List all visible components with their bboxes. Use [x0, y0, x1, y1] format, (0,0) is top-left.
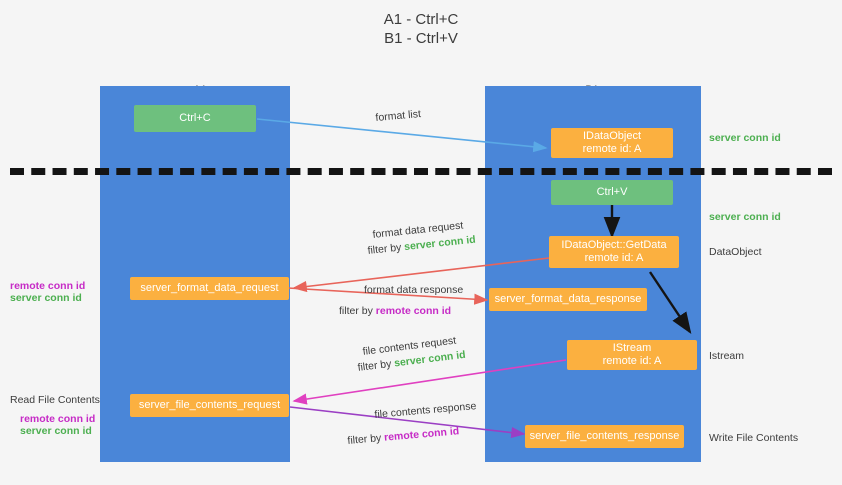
- label-dataobject: DataObject: [709, 246, 762, 258]
- filter-by-text-2: filter by: [339, 305, 376, 317]
- node-ctrl-v[interactable]: Ctrl+V: [551, 180, 673, 205]
- filter-by-text-3: filter by: [357, 357, 395, 374]
- node-server-file-contents-response[interactable]: server_file_contents_response: [525, 425, 684, 448]
- node-idataobject-getdata[interactable]: IDataObject::GetData remote id: A: [549, 236, 679, 268]
- node-ctrl-c[interactable]: Ctrl+C: [134, 105, 256, 132]
- filter-by-text: filter by: [367, 241, 405, 257]
- annotation-format-data-response: format data response: [364, 284, 464, 296]
- filter-by-text-4: filter by: [347, 431, 385, 447]
- node-server-format-data-request[interactable]: server_format_data_request: [130, 277, 289, 300]
- title-line-1: A1 - Ctrl+C: [383, 11, 459, 28]
- label-server-conn-id-top: server conn id: [709, 132, 781, 144]
- node-idataobject[interactable]: IDataObject remote id: A: [551, 128, 673, 158]
- label-istream: Istream: [709, 350, 745, 362]
- annotation-format-list: format list: [375, 108, 422, 124]
- annotation-file-contents-response-filter: filter by remote conn id: [347, 425, 460, 448]
- node-istream[interactable]: IStream remote id: A: [567, 340, 697, 370]
- remote-conn-id-text-2: remote conn id: [383, 425, 460, 444]
- annotation-file-contents-response: file contents response: [374, 400, 477, 421]
- label-remote-conn-id-2: remote conn id: [20, 413, 96, 425]
- label-server-conn-id-2: server conn id: [20, 425, 92, 437]
- node-server-format-data-response[interactable]: server_format_data_response: [489, 288, 647, 311]
- label-write-file-contents: Write File Contents: [709, 432, 799, 444]
- annotation-format-data-response-filter: filter by remote conn id: [339, 305, 451, 318]
- label-server-conn-id-mid: server conn id: [709, 211, 781, 223]
- label-read-file-contents: Read File Contents: [10, 394, 100, 406]
- dashed-separator: [10, 168, 832, 175]
- label-server-conn-id-1: server conn id: [10, 292, 82, 304]
- node-server-file-contents-request[interactable]: server_file_contents_request: [130, 394, 289, 417]
- label-remote-conn-id-1: remote conn id: [10, 280, 86, 292]
- page-title: A1 - Ctrl+C B1 - Ctrl+V: [0, 10, 842, 48]
- title-line-2: B1 - Ctrl+V: [384, 30, 458, 47]
- remote-conn-id-text: remote conn id: [375, 305, 452, 317]
